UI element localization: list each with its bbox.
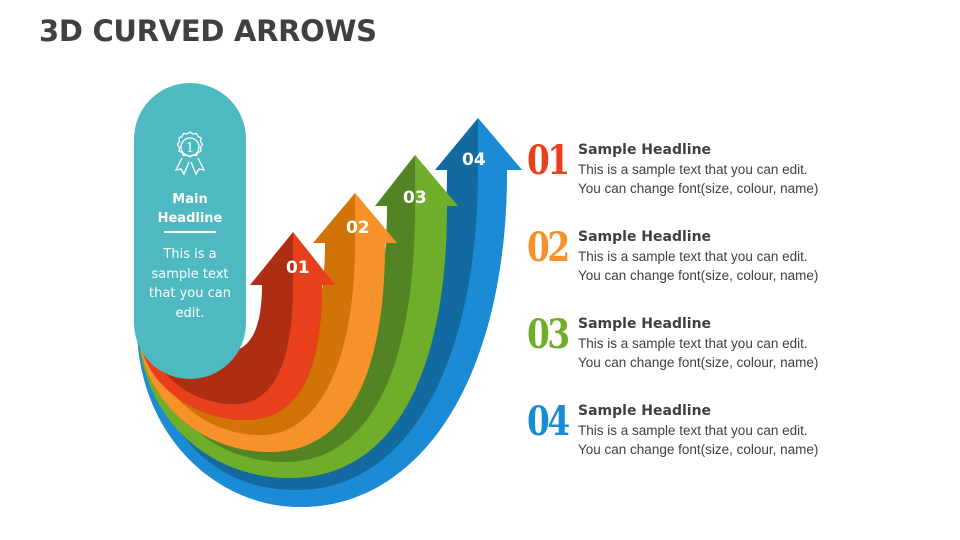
arrow-label-03: 03 bbox=[403, 188, 427, 208]
item-text-line2: You can change font(size, colour, name) bbox=[578, 355, 819, 370]
item-headline: Sample Headline bbox=[578, 316, 712, 332]
item-text-line1: This is a sample text that you can edit. bbox=[578, 249, 808, 264]
item-text-line1: This is a sample text that you can edit. bbox=[578, 423, 808, 438]
item-number: 01 bbox=[527, 137, 570, 184]
item-headline: Sample Headline bbox=[578, 403, 712, 419]
item-number: 04 bbox=[527, 398, 570, 445]
item-text-line1: This is a sample text that you can edit. bbox=[578, 336, 808, 351]
item-text-line1: This is a sample text that you can edit. bbox=[578, 162, 808, 177]
item-text-line2: You can change font(size, colour, name) bbox=[578, 442, 819, 457]
main-body-text: This is a sample text that you can edit. bbox=[149, 247, 231, 321]
item-number: 02 bbox=[527, 224, 570, 271]
award-ribbon-icon: 1 bbox=[174, 131, 206, 176]
arrow-label-01: 01 bbox=[286, 258, 310, 278]
svg-text:1: 1 bbox=[186, 141, 194, 156]
item-headline: Sample Headline bbox=[578, 229, 712, 245]
arrow-label-04: 04 bbox=[462, 150, 486, 170]
list-item-01: 01 Sample Headline This is a sample text… bbox=[527, 137, 947, 210]
headline-divider bbox=[164, 231, 216, 233]
item-number: 03 bbox=[527, 311, 570, 358]
list-item-03: 03 Sample Headline This is a sample text… bbox=[527, 311, 947, 384]
list-item-02: 02 Sample Headline This is a sample text… bbox=[527, 224, 947, 297]
item-headline: Sample Headline bbox=[578, 142, 712, 158]
main-headline: Main Headline bbox=[157, 192, 223, 226]
item-text-line2: You can change font(size, colour, name) bbox=[578, 181, 819, 196]
page-title: 3D CURVED ARROWS bbox=[39, 14, 377, 48]
arrow-04 bbox=[137, 118, 522, 507]
arrow-label-02: 02 bbox=[346, 218, 370, 238]
main-headline-card: 1 Main Headline This is a sample text th… bbox=[134, 83, 246, 379]
item-text-line2: You can change font(size, colour, name) bbox=[578, 268, 819, 283]
list-item-04: 04 Sample Headline This is a sample text… bbox=[527, 398, 947, 471]
